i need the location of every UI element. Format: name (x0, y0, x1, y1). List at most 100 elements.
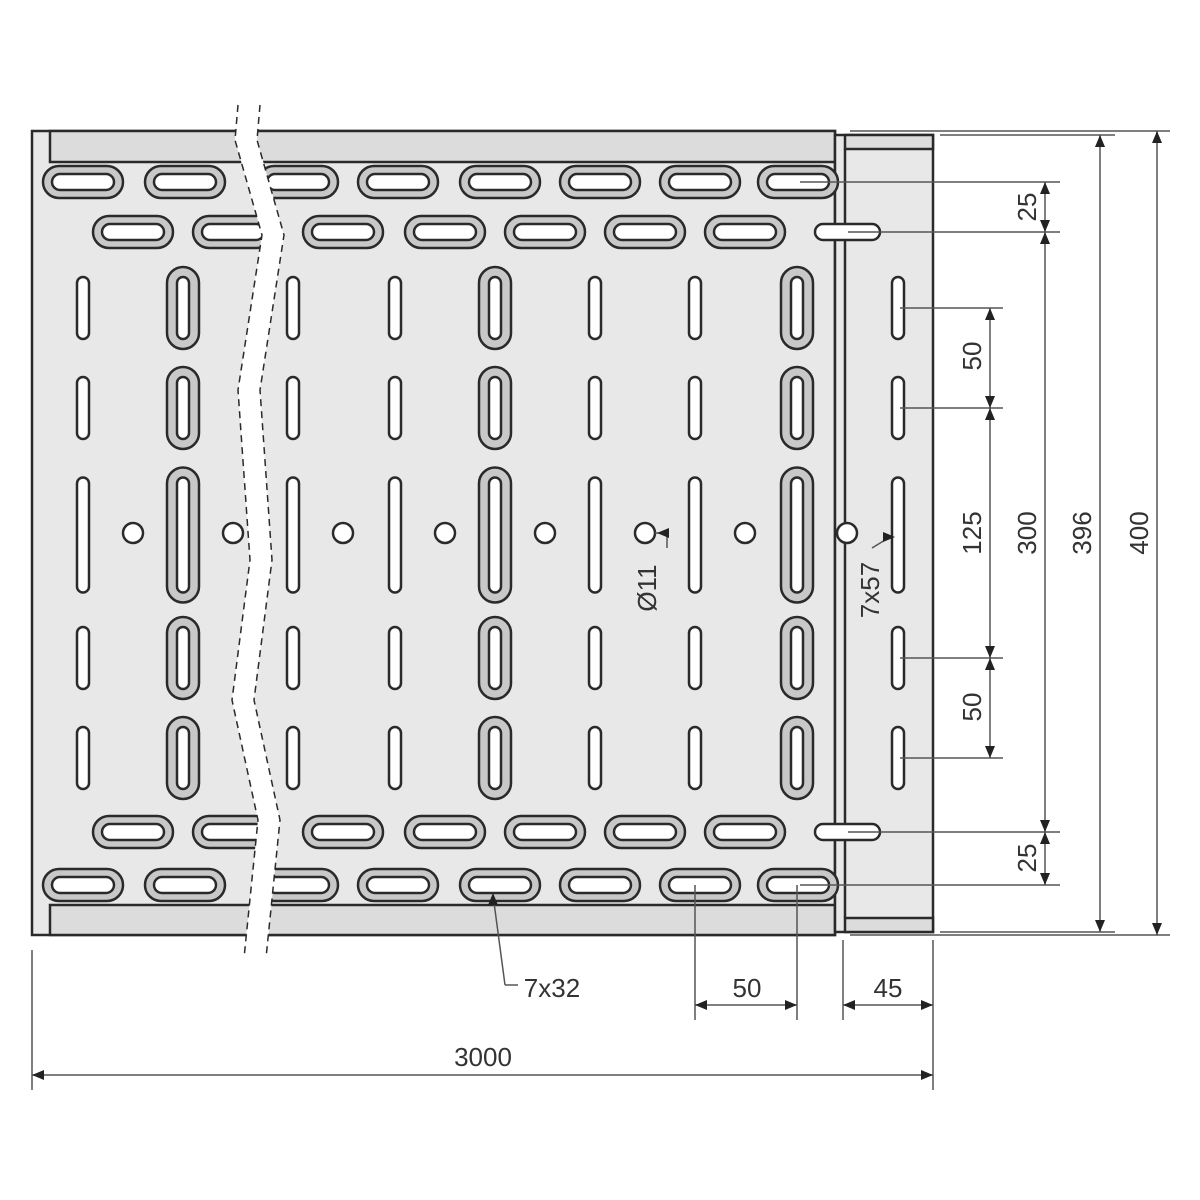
slot-vertical (75, 275, 91, 341)
dim-300-arrow (1040, 232, 1050, 244)
hole-11 (221, 521, 245, 545)
dim-25-bottom-label: 25 (1012, 844, 1042, 873)
slot-7x32 (567, 172, 633, 192)
leader-7x32-arrow (488, 893, 498, 905)
dim-50-upper-label: 50 (957, 342, 987, 371)
slot-vertical (587, 725, 603, 791)
dim-300-label: 300 (1012, 511, 1042, 554)
slot-vertical (285, 725, 301, 791)
slot-vertical (75, 375, 91, 441)
dim-50-upper-arrow (985, 308, 995, 320)
hole-11 (433, 521, 457, 545)
dim-396-label: 396 (1067, 511, 1097, 554)
dim-50-bottom-label: 50 (733, 973, 762, 1003)
dim-396-arrow (1095, 920, 1105, 932)
slot-vertical (587, 375, 603, 441)
hole-11 (533, 521, 557, 545)
dim-300-arrow (1040, 820, 1050, 832)
slot-vertical (285, 625, 301, 691)
slot-7x57 (890, 476, 906, 594)
slot-7x32 (512, 822, 578, 842)
slot-vertical (175, 725, 191, 791)
hole-11 (633, 521, 657, 545)
dim-400-label: 400 (1124, 511, 1154, 554)
dim-45-arrow (843, 1000, 855, 1010)
slot-7x57-label: 7x57 (855, 562, 885, 618)
slot-vertical (789, 725, 805, 791)
slot-vertical (175, 275, 191, 341)
dim-25-top-arrow (1040, 220, 1050, 232)
plate-top-lip (48, 129, 837, 164)
slot-vertical (789, 625, 805, 691)
dim-125-arrow (985, 646, 995, 658)
slot-7x57 (75, 476, 91, 594)
slot-7x57 (789, 476, 805, 594)
slot-7x57 (487, 476, 503, 594)
slot-7x32 (612, 222, 678, 242)
dim-45-label: 45 (874, 973, 903, 1003)
dim-125-arrow (985, 408, 995, 420)
slot-vertical (75, 625, 91, 691)
leader-7x57-arrow (883, 532, 895, 542)
slot-vertical (175, 625, 191, 691)
dim-50-bottom-arrow (785, 1000, 797, 1010)
plate-body (30, 129, 837, 937)
slot-vertical (687, 625, 703, 691)
slot-7x32 (365, 875, 431, 895)
joint-bottom-lip (843, 916, 935, 934)
plate-bottom-lip (48, 903, 837, 937)
slot-vertical (789, 275, 805, 341)
slot-vertical (687, 725, 703, 791)
dim-50-upper-arrow (985, 396, 995, 408)
slot-7x32-label: 7x32 (524, 973, 580, 1003)
dim-3000-arrow (32, 1070, 44, 1080)
joint-top-lip (843, 133, 935, 151)
slot-vertical (487, 725, 503, 791)
hole-diameter-label: Ø11 (632, 564, 662, 611)
leader-hole-arrow (657, 528, 669, 538)
dim-25-bottom-arrow (1040, 873, 1050, 885)
slot-vertical (487, 375, 503, 441)
hole-11 (835, 521, 859, 545)
leader-7x32 (492, 894, 506, 986)
slot-vertical (587, 275, 603, 341)
dim-50-lower-arrow (985, 658, 995, 670)
slot-7x57 (175, 476, 191, 594)
dim-50-lower-label: 50 (957, 693, 987, 722)
slot-7x32 (412, 822, 478, 842)
slot-vertical (587, 625, 603, 691)
slot-7x32 (100, 822, 166, 842)
dim-125-label: 125 (957, 511, 987, 554)
slot-7x57 (387, 476, 403, 594)
slot-vertical (687, 375, 703, 441)
slot-vertical (285, 375, 301, 441)
slot-7x32 (467, 875, 533, 895)
slot-7x32 (265, 172, 331, 192)
hole-11 (331, 521, 355, 545)
slot-7x32 (512, 222, 578, 242)
dim-25-bottom-arrow (1040, 832, 1050, 844)
dim-25-top-label: 25 (1012, 193, 1042, 222)
slot-vertical (387, 725, 403, 791)
hole-11 (121, 521, 145, 545)
slot-7x32 (567, 875, 633, 895)
slot-7x32 (50, 172, 116, 192)
break-line-right (253, 104, 285, 959)
slot-vertical (75, 725, 91, 791)
slot-7x32 (467, 172, 533, 192)
slot-7x32 (200, 822, 266, 842)
dim-3000-arrow (921, 1070, 933, 1080)
dim-3000-label: 3000 (454, 1042, 512, 1072)
slot-7x57 (687, 476, 703, 594)
slot-7x32 (310, 222, 376, 242)
dim-25-top-arrow (1040, 182, 1050, 194)
dim-45-arrow (921, 1000, 933, 1010)
slot-7x32 (200, 222, 266, 242)
slot-7x32 (152, 172, 218, 192)
slot-7x57 (285, 476, 301, 594)
slot-7x32 (365, 172, 431, 192)
slot-vertical (387, 275, 403, 341)
dim-400-arrow (1152, 923, 1162, 935)
slot-vertical (687, 275, 703, 341)
